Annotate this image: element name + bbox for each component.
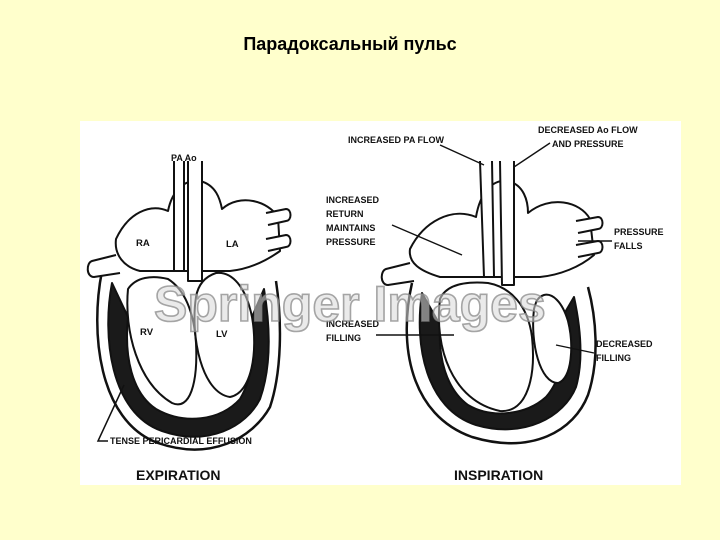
- expiration-aorta: [187, 161, 203, 282]
- caption-expiration: EXPIRATION: [136, 467, 221, 483]
- inspiration-pulmonary-vein-lower: [575, 240, 604, 258]
- leader-increased-return: [391, 224, 463, 256]
- label-increased-pa-flow: INCREASED PA FLOW: [348, 135, 445, 145]
- pulsus-paradoxus-figure: PA Ao RA LA RV LV TENSE PERICARDIAL EFFU…: [80, 121, 681, 485]
- label-increased-return-2: RETURN: [326, 209, 364, 219]
- inspiration-aorta: [499, 160, 515, 286]
- heart-diagram-svg: PA Ao RA LA RV LV TENSE PERICARDIAL EFFU…: [86, 125, 664, 483]
- label-decreased-ao-flow-1: DECREASED Ao FLOW: [538, 125, 638, 135]
- label-pressure-falls-1: PRESSURE: [614, 227, 664, 237]
- label-rv: RV: [140, 327, 154, 338]
- slide-title: Парадоксальный пульс: [243, 34, 457, 54]
- expiration-vena-cava: [86, 254, 121, 278]
- expiration-pulmonary-vein-upper: [265, 208, 292, 226]
- label-ra: RA: [136, 238, 150, 249]
- label-lv: LV: [216, 329, 228, 340]
- caption-inspiration: INSPIRATION: [454, 467, 543, 483]
- inspiration-lv: [532, 293, 573, 384]
- label-increased-filling-1: INCREASED: [326, 319, 380, 329]
- inspiration-pulmonary-artery: [479, 160, 495, 278]
- expiration-effusion: [107, 282, 270, 438]
- leader-decreased-ao-flow: [513, 142, 551, 168]
- inspiration-rv: [437, 281, 534, 413]
- expiration-pulmonary-artery: [173, 161, 185, 272]
- label-tense-pericardial-effusion: TENSE PERICARDIAL EFFUSION: [110, 436, 252, 446]
- label-decreased-filling-2: FILLING: [596, 353, 631, 363]
- label-increased-return-1: INCREASED: [326, 195, 380, 205]
- leader-decreased-filling: [555, 344, 595, 354]
- springer-images-watermark: Springer Images: [154, 276, 546, 332]
- label-increased-return-4: PRESSURE: [326, 237, 376, 247]
- label-la: LA: [226, 239, 239, 250]
- expiration-lv: [193, 271, 256, 398]
- label-decreased-filling-1: DECREASED: [596, 339, 653, 349]
- expiration-heart: [86, 161, 292, 451]
- label-pressure-falls-2: FALLS: [614, 241, 643, 251]
- effusion-leader: [96, 384, 125, 442]
- inspiration-vena-cava: [380, 262, 415, 286]
- leader-increased-pa-flow: [439, 144, 485, 166]
- inspiration-pulmonary-vein-upper: [575, 216, 604, 234]
- label-pa-ao: PA Ao: [171, 153, 197, 163]
- label-increased-filling-2: FILLING: [326, 333, 361, 343]
- inspiration-effusion: [418, 292, 582, 431]
- inspiration-pericardium-outer: [405, 282, 597, 445]
- expiration-rv: [126, 276, 198, 406]
- expiration-pulmonary-vein-lower: [265, 234, 292, 252]
- label-decreased-ao-flow-2: AND PRESSURE: [552, 139, 624, 149]
- label-increased-return-3: MAINTAINS: [326, 223, 375, 233]
- expiration-pericardium-outer: [96, 270, 282, 451]
